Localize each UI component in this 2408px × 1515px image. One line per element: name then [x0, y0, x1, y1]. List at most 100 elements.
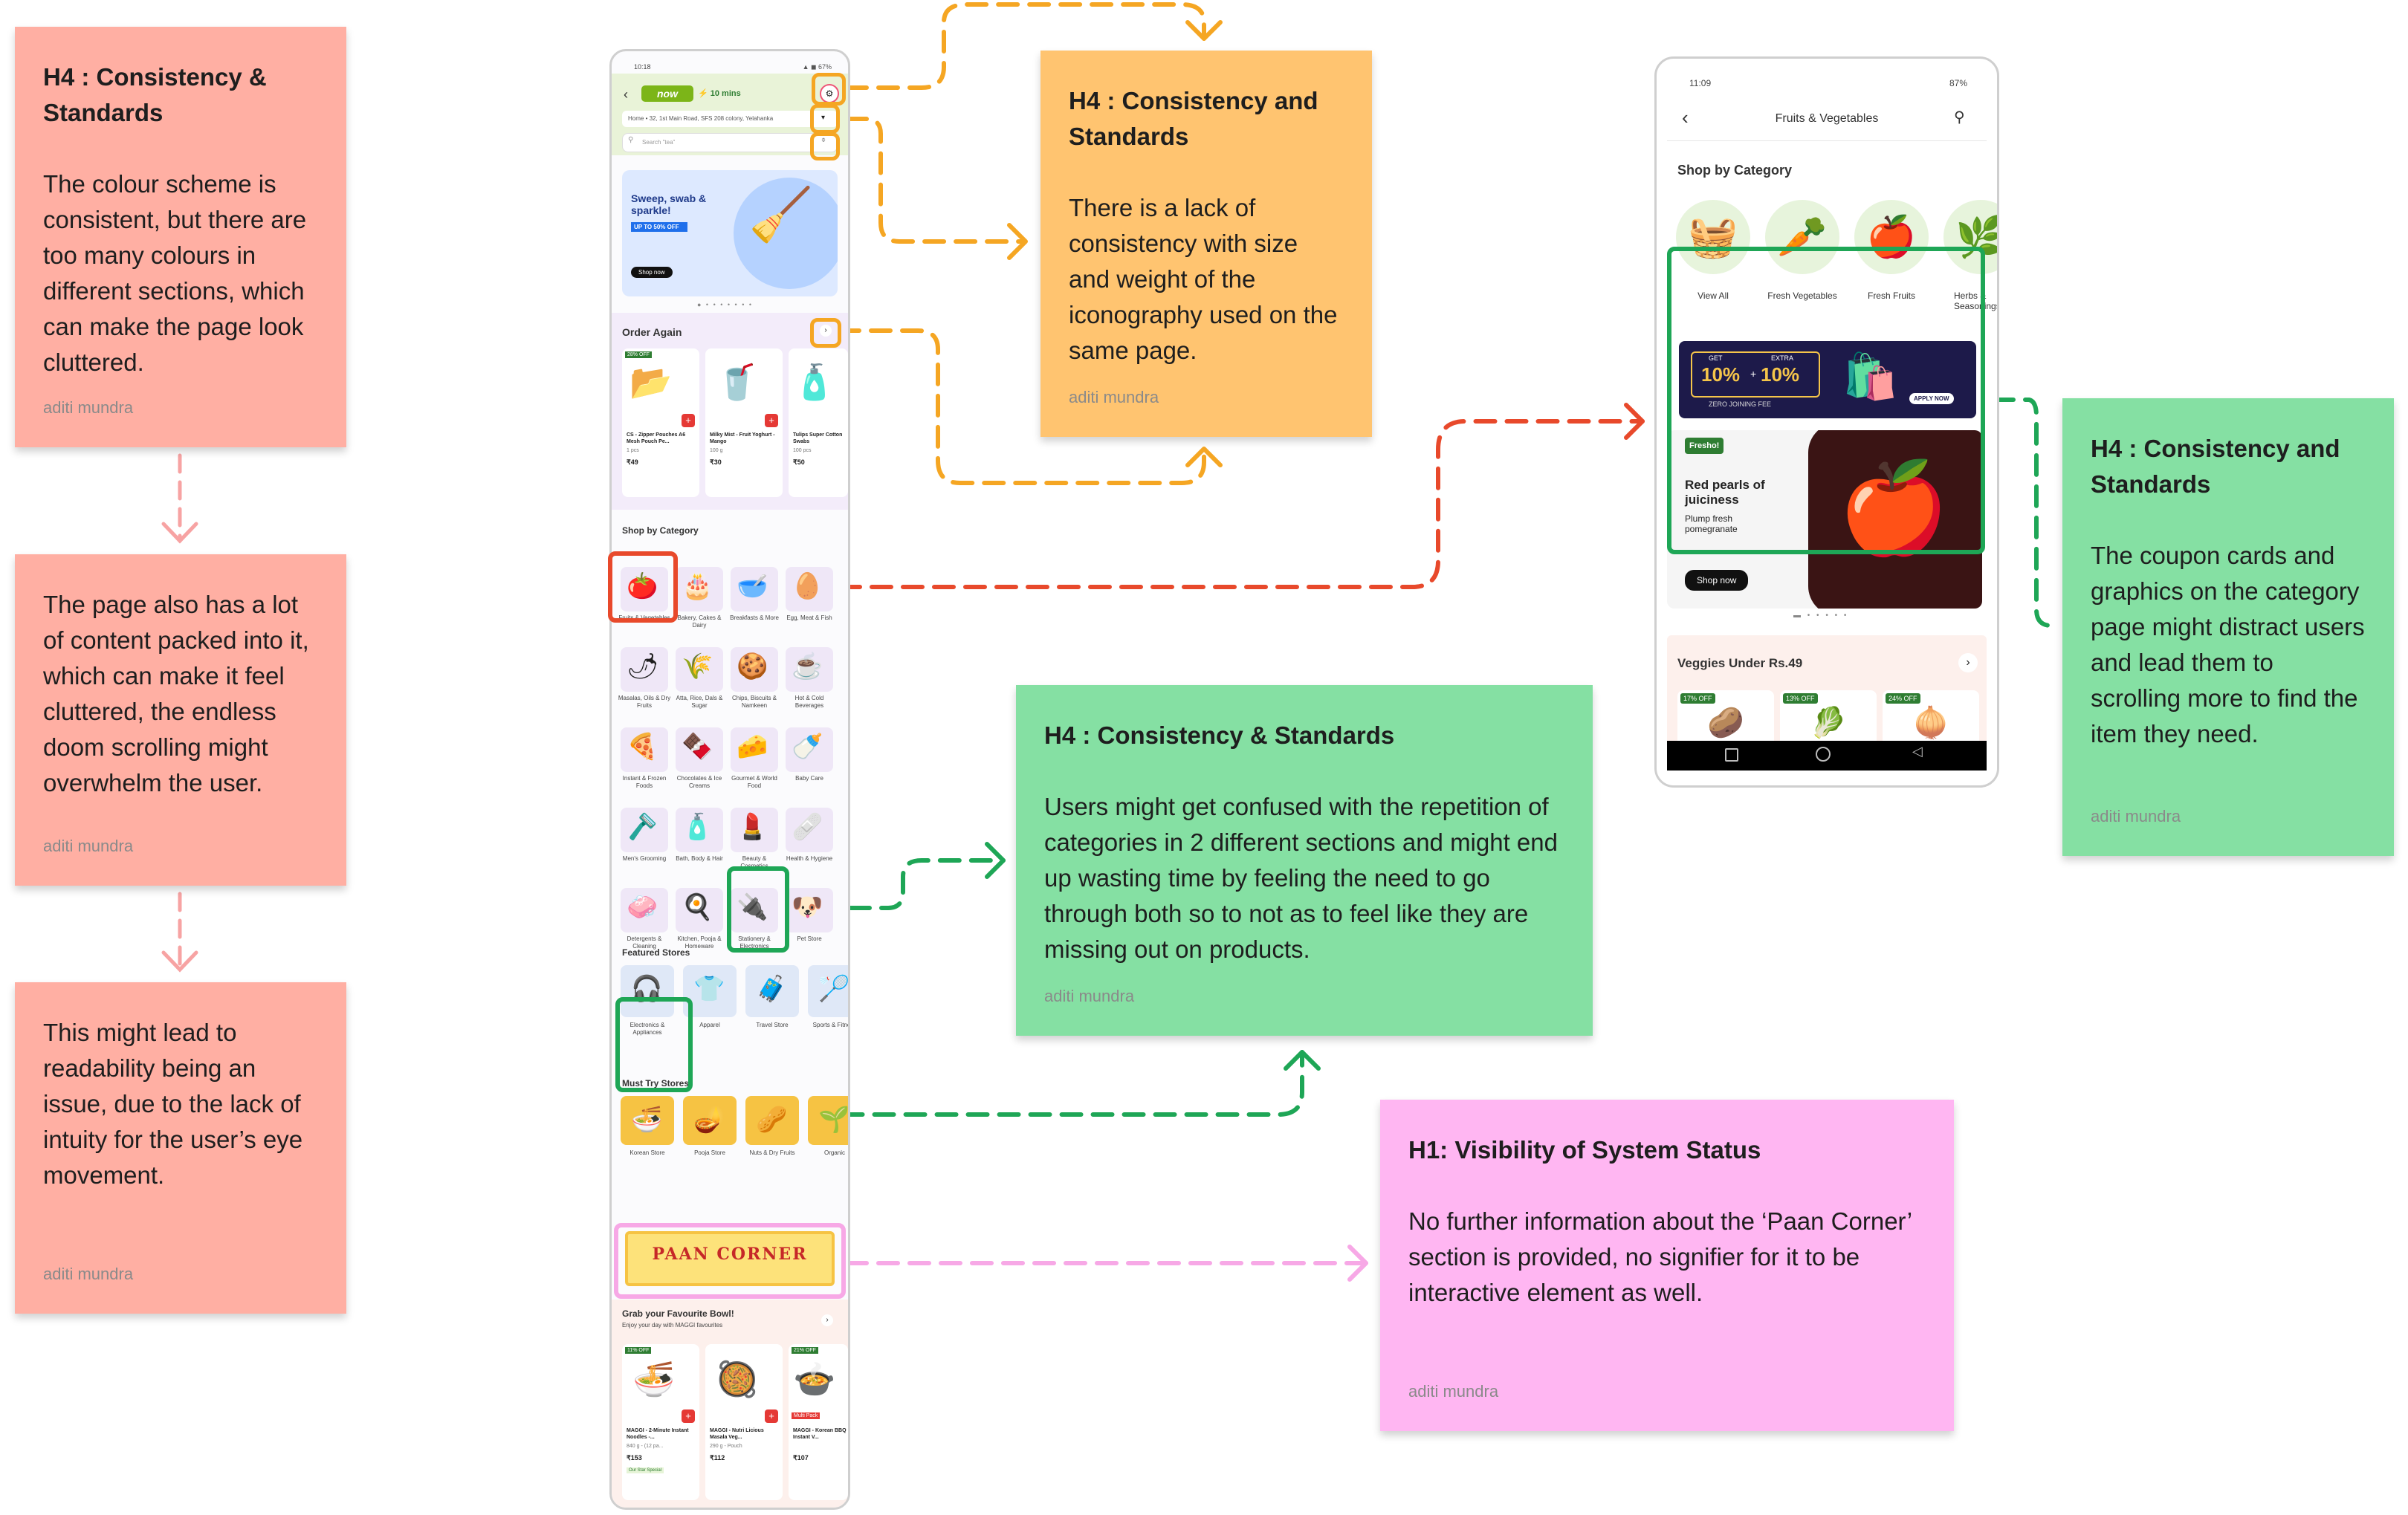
search-input[interactable]: Search "tea"	[622, 133, 838, 152]
promo-card[interactable]: 🍎 Fresho! Red pearls of juiciness Plump …	[1667, 430, 1982, 609]
sticky-note-colour-scheme: H4 : Consistency & Standards The colour …	[15, 27, 346, 447]
recents-icon[interactable]	[1725, 748, 1738, 762]
red-sticky-arrows	[161, 453, 198, 973]
product-card[interactable]: 21% OFF 🍲 Multi Pack MAGGI - Korean BBQ …	[789, 1344, 848, 1500]
must-try-label-item: Nuts & Dry Fruits	[749, 1149, 795, 1156]
category-image: 🧴	[682, 813, 713, 841]
featured-store-tile[interactable]: 🎧	[621, 965, 674, 1017]
must-try-tile[interactable]: 🌱	[808, 1096, 848, 1145]
category-label: Health & Hygiene	[786, 855, 833, 862]
category-tile[interactable]: 🧀	[731, 727, 778, 772]
category-tile[interactable]: 🎂	[676, 567, 723, 611]
promo-shop-now-button[interactable]: Shop now	[1685, 570, 1749, 591]
back-icon[interactable]: ‹	[1682, 106, 1689, 129]
must-try-label-item: Organic	[823, 1149, 845, 1156]
product-qty: 290 g - Pouch	[710, 1444, 742, 1449]
phone-home-screenshot: 10:18 ▲ ◼ 67% ‹ now ⚡ 10 mins ⚙ Home • 3…	[609, 49, 850, 1510]
banner-shop-now-button[interactable]: Shop now	[631, 267, 673, 278]
featured-store-label: Travel Store	[756, 1022, 789, 1028]
category-tile[interactable]: 🥣	[731, 567, 778, 611]
category-tile[interactable]: 🍪	[731, 647, 778, 692]
coupon-card[interactable]: GET 10% + EXTRA 10% ZERO JOINING FEE 🛍️ …	[1679, 341, 1976, 418]
store-image: 🏸	[818, 975, 850, 1003]
must-try-tile[interactable]: 🍜	[621, 1096, 674, 1145]
product-card[interactable]: 🥘 + MAGGI - Nutri Licious Masala Veg... …	[705, 1344, 783, 1500]
category-tile[interactable]: 🪒	[621, 808, 668, 852]
search-icon[interactable]: ⚲	[1954, 109, 1965, 126]
category-circle-fresh-vegetables[interactable]: 🥕	[1765, 200, 1839, 274]
product-image: 🧴	[793, 363, 836, 401]
bowl-title: Grab your Favourite Bowl!	[622, 1308, 734, 1319]
must-try-tile[interactable]: 🪔	[683, 1096, 737, 1145]
category-label: Baby Care	[795, 775, 823, 782]
promo-image	[1808, 430, 1982, 609]
featured-store-tile[interactable]: 🏸	[808, 965, 850, 1017]
back-icon[interactable]: ‹	[624, 87, 628, 102]
mic-icon[interactable]: ⌽	[821, 136, 826, 144]
product-card[interactable]: 11% OFF 🍜 + MAGGI - 2-Minute Instant Noo…	[622, 1344, 699, 1500]
category-circle-view-all[interactable]: 🧺	[1676, 200, 1750, 274]
add-button[interactable]: +	[682, 414, 695, 427]
address-bar[interactable]: Home • 32, 1st Main Road, SFS 208 colony…	[622, 111, 838, 127]
coupon-illustration: 🛍️	[1842, 351, 1898, 401]
product-card[interactable]: 28% OFF 📂 + CS - Zipper Pouches A6 Mesh …	[622, 348, 699, 497]
category-image: ☕	[792, 652, 823, 681]
sticky-title: H4 : Consistency and Standards	[1069, 87, 1318, 150]
eta-value: 10 mins	[710, 89, 741, 98]
category-circle-fresh-fruits[interactable]: 🍎	[1854, 200, 1929, 274]
category-tile[interactable]: 🌶	[621, 647, 668, 692]
category-label: Stationery & Electronics	[738, 935, 771, 950]
featured-store-label: Apparel	[699, 1022, 720, 1028]
order-again-arrow-icon[interactable]: ›	[820, 325, 832, 337]
sticky-body: Users might get confused with the repeti…	[1044, 793, 1558, 963]
category-tile[interactable]: 🌾	[676, 647, 723, 692]
category-tile[interactable]: 💄	[731, 808, 778, 852]
product-qty: 100 g	[710, 448, 723, 453]
product-card[interactable]: 🧴 Tulips Super Cotton Swabs 100 pcs ₹50	[789, 348, 848, 497]
promo-banner[interactable]: 🧹 Sweep, swab & sparkle! UP TO 50% OFF S…	[622, 170, 838, 296]
category-tile[interactable]: 🍅	[621, 567, 668, 611]
category-label: Masalas, Oils & Dry Fruits	[618, 695, 671, 709]
sticky-body: This might lead to readability being an …	[43, 1019, 303, 1189]
category-tile[interactable]: 🍕	[621, 727, 668, 772]
category-image: 🍅	[627, 572, 658, 600]
veggies-arrow-icon[interactable]: ›	[1958, 653, 1978, 672]
sticky-author: aditi mundra	[1044, 987, 1135, 1005]
category-tile[interactable]: 🍳	[676, 888, 723, 932]
add-button[interactable]: +	[682, 1409, 695, 1423]
category-image: 💄	[737, 813, 768, 841]
bowl-subtitle: Enjoy your day with MAGGI favourites	[622, 1322, 723, 1329]
category-tile[interactable]: 🔌	[731, 888, 778, 932]
android-nav-bar: ◁	[1667, 741, 1987, 771]
must-try-tile[interactable]: 🥜	[745, 1096, 799, 1145]
bowl-arrow-icon[interactable]: ›	[821, 1314, 833, 1326]
category-tile[interactable]: 🥚	[786, 567, 833, 611]
sticky-note-content-packed: The page also has a lot of content packe…	[15, 554, 346, 886]
add-button[interactable]: +	[765, 1409, 778, 1423]
add-button[interactable]: +	[765, 414, 778, 427]
product-card[interactable]: 🥤 + Milky Mist - Fruit Yoghurt - Mango 1…	[705, 348, 783, 497]
home-icon[interactable]	[1816, 747, 1831, 762]
coupon-pct-1: 10%	[1701, 363, 1741, 386]
category-label: Fresh Vegetables	[1767, 291, 1837, 301]
category-tile[interactable]: 🧼	[621, 888, 668, 932]
status-time: 10:18	[634, 63, 651, 71]
category-tile[interactable]: 🍼	[786, 727, 833, 772]
coupon-apply-button[interactable]: APPLY NOW	[1909, 393, 1954, 404]
category-label: Egg, Meat & Fish	[786, 614, 832, 621]
category-tile[interactable]: 🩹	[786, 808, 833, 852]
featured-store-tile[interactable]: 🧳	[745, 965, 799, 1017]
category-label: Beauty & Cosmetics	[740, 855, 768, 869]
store-image: 🥜	[756, 1106, 788, 1134]
category-label: Fruits & Vegetables	[618, 614, 670, 621]
category-image: 🍳	[682, 893, 713, 921]
store-image: 🍜	[631, 1106, 663, 1134]
address-dropdown-icon[interactable]: ▾	[821, 114, 826, 122]
back-nav-icon[interactable]: ◁	[1912, 744, 1923, 759]
category-circle-herbs[interactable]: 🌿	[1943, 200, 1997, 274]
phone-category-screenshot: 11:09 87% ‹ Fruits & Vegetables ⚲ Shop b…	[1654, 56, 1999, 788]
category-tile[interactable]: 🐶	[786, 888, 833, 932]
category-tile[interactable]: 🧴	[676, 808, 723, 852]
category-tile[interactable]: ☕	[786, 647, 833, 692]
category-tile[interactable]: 🍫	[676, 727, 723, 772]
